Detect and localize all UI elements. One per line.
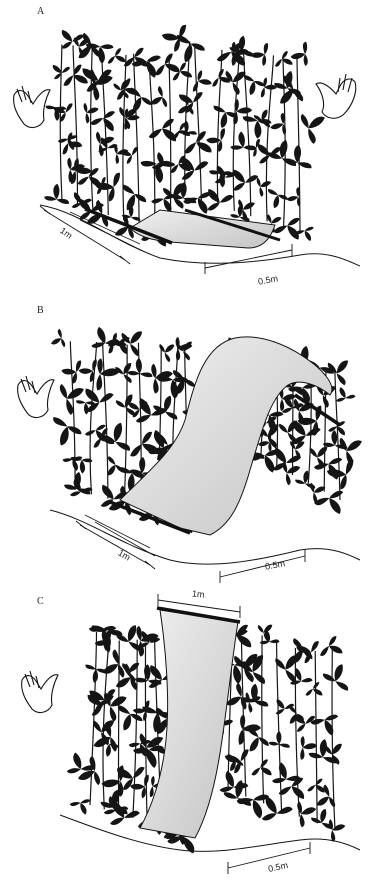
leaf-icon — [104, 691, 128, 722]
leaf-icon — [322, 660, 358, 697]
leaf-icon — [43, 411, 83, 451]
plant-stem — [149, 59, 155, 230]
panel-label-a: A — [37, 6, 44, 17]
leaf-icon — [206, 100, 238, 131]
leaf-icon — [89, 110, 119, 135]
leaf-icon — [51, 329, 66, 348]
leaf-icon — [313, 490, 346, 517]
leaf-icon — [300, 111, 328, 145]
leaf-icon — [282, 142, 318, 176]
panel-label-b: B — [37, 305, 44, 316]
hand-icon — [316, 74, 356, 118]
leaf-icon — [308, 736, 345, 771]
soybean-plant-row — [214, 618, 358, 843]
leaf-icon — [339, 435, 364, 466]
leaf-icon — [327, 819, 346, 843]
leaf-icon — [67, 452, 93, 476]
leaf-icon — [100, 453, 124, 479]
leaf-icon — [61, 454, 82, 471]
leaf-icon — [152, 392, 186, 425]
plant-stem — [315, 651, 317, 823]
hand-icon — [18, 376, 54, 417]
leaf-icon — [256, 77, 279, 102]
panel-label-c: C — [37, 596, 44, 607]
leaf-icon — [101, 649, 124, 679]
leaf-icon — [239, 649, 277, 689]
leaf-icon — [63, 469, 97, 501]
leaf-icon — [203, 184, 236, 212]
leaf-icon — [158, 17, 192, 53]
plant-stem — [195, 46, 202, 200]
leaf-icon — [336, 387, 356, 402]
panel-b — [18, 326, 365, 583]
width-label-c: 1m — [192, 588, 205, 599]
leaf-icon — [121, 326, 150, 359]
hand-icon — [14, 86, 50, 127]
leaf-icon — [69, 798, 90, 815]
leaf-icon — [295, 801, 317, 828]
panel-c — [22, 594, 360, 874]
leaf-icon — [295, 736, 319, 764]
leaf-icon — [286, 185, 304, 206]
plant-stem — [266, 55, 273, 221]
leaf-icon — [268, 729, 294, 753]
leaf-icon — [167, 28, 206, 66]
dimension-1m — [76, 521, 155, 569]
leaf-icon — [231, 714, 263, 750]
leaf-icon — [271, 72, 304, 109]
leaf-icon — [324, 739, 349, 767]
soybean-plant-row — [158, 17, 328, 245]
leaf-icon — [43, 181, 74, 210]
leaf-icon — [316, 635, 347, 665]
leaf-icon — [273, 696, 296, 715]
plant-stem — [103, 341, 108, 499]
leaf-icon — [91, 326, 121, 350]
leaf-icon — [282, 703, 304, 727]
leaf-icon — [235, 792, 269, 819]
leaf-icon — [249, 39, 274, 67]
leaf-icon — [270, 111, 290, 135]
hand-icon — [22, 671, 58, 712]
leaf-icon — [221, 741, 254, 775]
leaf-icon — [256, 178, 271, 198]
leaf-icon — [289, 39, 312, 66]
plant-stem — [123, 55, 126, 220]
dimension-0-5m — [220, 550, 305, 583]
leaf-icon — [323, 451, 361, 490]
dimension-0-5m — [205, 244, 292, 274]
plant-stem — [60, 44, 62, 200]
leaf-icon — [303, 681, 326, 702]
